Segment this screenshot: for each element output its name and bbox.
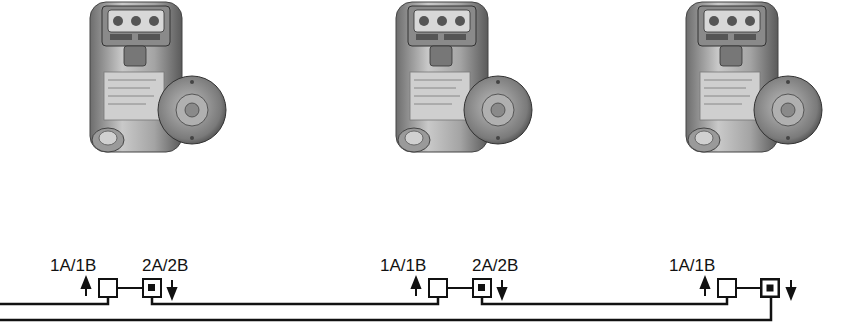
return-wire (0, 298, 771, 320)
actuator-illustration (686, 2, 822, 152)
terminal-label: 1A/1B (669, 256, 715, 276)
terminal-core (148, 284, 155, 291)
up-arrow (704, 282, 706, 296)
terminal-box: 2A/2B (472, 278, 492, 298)
terminal-box (761, 279, 779, 297)
up-arrow (415, 282, 417, 296)
actuator-illustration (396, 2, 532, 152)
terminal-link (448, 287, 472, 289)
wire (152, 298, 438, 304)
down-arrow (790, 280, 792, 294)
terminal-label: 2A/2B (142, 256, 188, 276)
terminal-box: 1A/1B (98, 278, 118, 298)
terminal-label: 2A/2B (472, 256, 518, 276)
terminal-box: 1A/1B (428, 278, 448, 298)
terminal-core (767, 285, 774, 292)
terminal-link (737, 287, 761, 289)
terminal-link (118, 287, 142, 289)
wire (482, 298, 727, 304)
down-arrow (171, 280, 173, 294)
terminal-label: 1A/1B (50, 256, 96, 276)
terminal-box: 1A/1B (717, 278, 737, 298)
terminal-core (478, 284, 485, 291)
down-arrow (501, 280, 503, 294)
supply-wire (0, 298, 108, 304)
terminal-label: 1A/1B (380, 256, 426, 276)
up-arrow (85, 282, 87, 296)
terminal-box: 2A/2B (142, 278, 162, 298)
actuator-illustration (90, 2, 226, 152)
